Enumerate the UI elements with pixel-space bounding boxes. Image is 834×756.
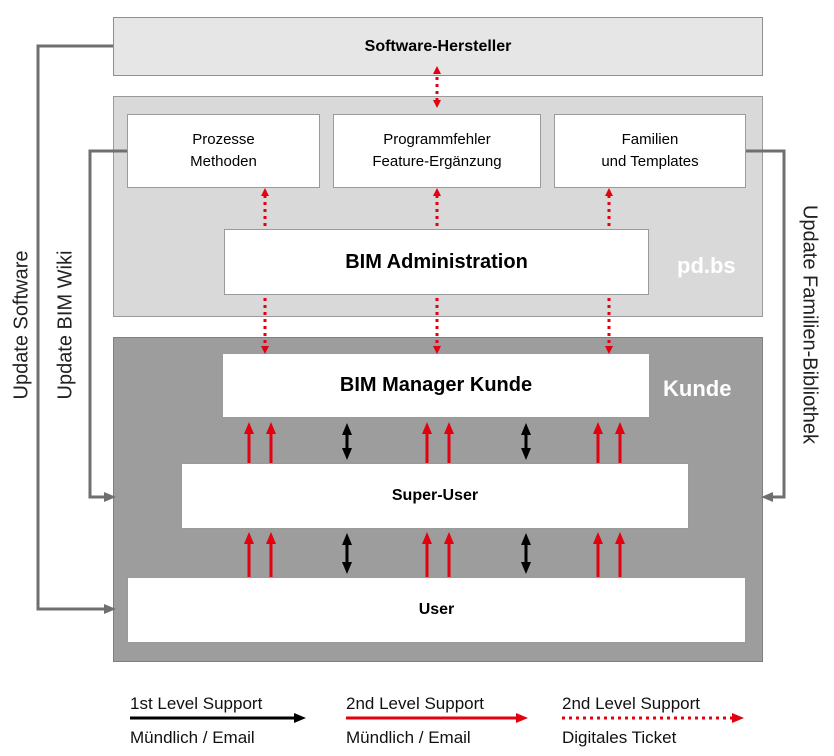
update-software-line	[36, 44, 116, 614]
legend-2-subtitle: Mündlich / Email	[346, 728, 471, 747]
group-kunde-label: Kunde	[663, 376, 732, 401]
legend-2-title: 2nd Level Support	[346, 694, 484, 713]
node-prozesse-methoden-label: Prozesse Methoden	[190, 131, 257, 170]
update-wiki-line	[88, 149, 127, 502]
node-prozesse-methoden: Prozesse Methoden	[127, 114, 320, 188]
node-familien-templates-label: Familien und Templates	[601, 131, 699, 170]
update-family-line	[746, 149, 786, 502]
red-arrows-super-to-manager	[244, 422, 625, 463]
black-arrows-super-manager	[342, 423, 531, 460]
node-software-hersteller-label: Software-Hersteller	[364, 37, 512, 55]
node-bim-manager-kunde: BIM Manager Kunde	[222, 353, 650, 418]
black-arrows-user-super	[342, 533, 531, 574]
node-bim-administration-label: BIM Administration	[345, 250, 528, 273]
group-pdbs-label: pd.bs	[677, 253, 736, 278]
legend-1-title: 1st Level Support	[130, 694, 263, 713]
node-programmfehler: Programmfehler Feature-Ergänzung	[333, 114, 541, 188]
legend-1-subtitle: Mündlich / Email	[130, 728, 255, 747]
node-super-user: Super-User	[181, 463, 689, 529]
legend-3-subtitle: Digitales Ticket	[562, 728, 677, 747]
legend-3-title: 2nd Level Support	[562, 694, 700, 713]
node-user-label: User	[418, 601, 455, 618]
node-familien-templates: Familien und Templates	[554, 114, 746, 188]
node-bim-manager-kunde-label: BIM Manager Kunde	[339, 374, 533, 396]
node-programmfehler-label: Programmfehler Feature-Ergänzung	[372, 131, 502, 170]
label-update-software: Update Software	[10, 250, 33, 400]
label-update-family: Update Familien-Bibliothek	[798, 204, 821, 444]
node-super-user-label: Super-User	[391, 487, 479, 504]
red-arrows-user-to-super	[244, 532, 625, 577]
node-user: User	[127, 577, 746, 643]
label-update-wiki: Update BIM Wiki	[54, 250, 77, 400]
node-bim-administration: BIM Administration	[224, 229, 649, 295]
